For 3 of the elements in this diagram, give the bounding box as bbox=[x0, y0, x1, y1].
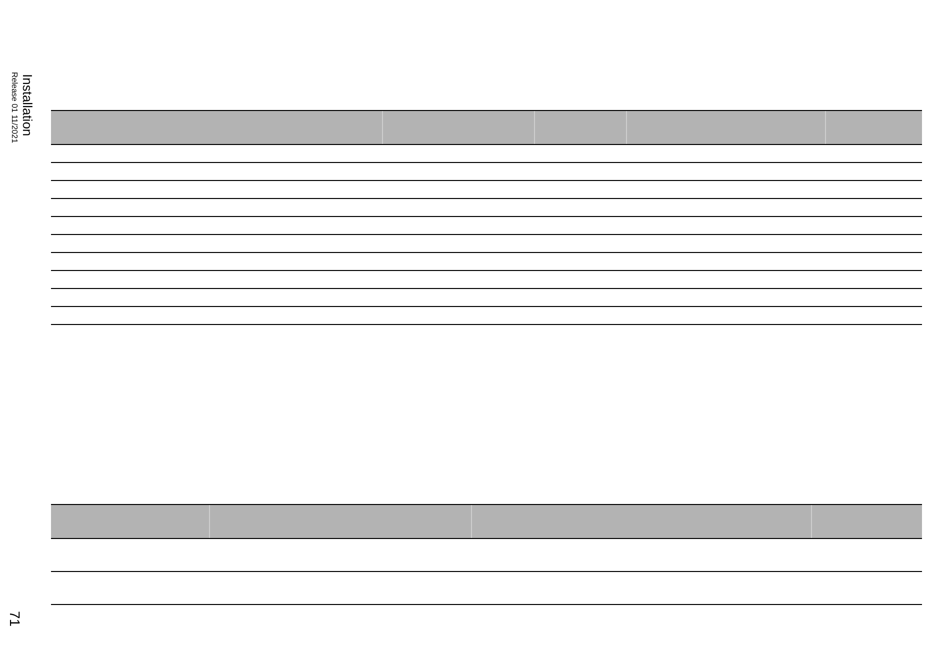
page-number: 71 bbox=[8, 611, 22, 627]
release-note: Release 01 11/2021 bbox=[10, 72, 18, 144]
page-header-title: Installation bbox=[21, 74, 34, 136]
